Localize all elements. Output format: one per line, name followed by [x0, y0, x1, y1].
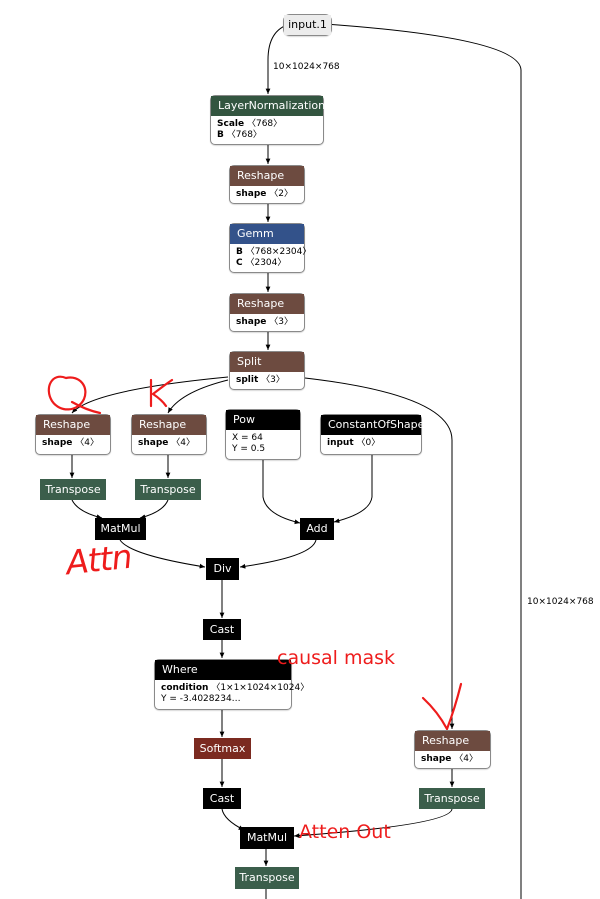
- edge-input-skip: [324, 23, 522, 899]
- reshape2-title: Reshape: [230, 294, 304, 314]
- edge-transpose-v-matmul: [293, 808, 453, 839]
- cast2-title: Cast: [203, 788, 241, 809]
- edge-transpose-q-matmul: [71, 499, 103, 520]
- annotation-causal-mask: causal mask: [277, 647, 396, 669]
- reshape-v-attrs: shape 〈4〉: [421, 754, 478, 764]
- layernorm-node[interactable]: LayerNormalization Scale 〈768〉 B 〈768〉: [210, 95, 325, 145]
- transpose-k-title: Transpose: [135, 479, 201, 500]
- reshape2-attrs: shape 〈3〉: [236, 317, 293, 327]
- edge-split-reshape-k: [167, 379, 229, 414]
- edge-transpose-k-matmul: [139, 499, 169, 519]
- annotation-strokes: [47, 375, 463, 732]
- reshape-v-node[interactable]: Reshape shape 〈4〉: [414, 730, 491, 769]
- where-title: Where: [155, 660, 291, 680]
- transpose-out-title: Transpose: [235, 867, 299, 889]
- reshape-q-node[interactable]: Reshape shape 〈4〉: [35, 414, 111, 455]
- v-mark: [421, 682, 463, 732]
- annotation-attn: Attn: [64, 536, 134, 583]
- reshape-q-attrs: shape 〈4〉: [42, 438, 99, 448]
- reshape-q-title: Reshape: [36, 415, 110, 435]
- pow-title: Pow: [226, 410, 300, 430]
- where-node[interactable]: Where condition 〈1×1×1024×1024〉 Y = -3.4…: [154, 659, 310, 710]
- transpose-k-node[interactable]: Transpose: [135, 479, 201, 500]
- reshape-k-attrs: shape 〈4〉: [138, 438, 195, 448]
- add-node[interactable]: Add: [300, 518, 334, 540]
- edge-matmul-div: [119, 539, 206, 569]
- gemm-title: Gemm: [230, 224, 304, 244]
- reshape1-attrs: shape 〈2〉: [236, 189, 293, 199]
- transpose-v-node[interactable]: Transpose: [419, 788, 485, 809]
- gemm-node[interactable]: Gemm B 〈768×2304〉 C 〈2304〉: [229, 223, 312, 273]
- input-node[interactable]: input.1: [283, 14, 332, 36]
- matmul1-node[interactable]: MatMul: [95, 518, 146, 540]
- edge-split-reshape-v: [304, 377, 455, 729]
- pow-attrs: X = 64 Y = 0.5: [232, 433, 266, 454]
- edge-pow-add: [262, 460, 301, 525]
- k-mark: [149, 378, 174, 408]
- cast1-title: Cast: [203, 619, 241, 640]
- constofshape-node[interactable]: ConstantOfShape input 〈0〉: [320, 414, 424, 455]
- div-title: Div: [206, 558, 239, 580]
- constofshape-title: ConstantOfShape: [321, 415, 424, 435]
- matmul2-node[interactable]: MatMul: [240, 827, 294, 849]
- split-node[interactable]: Split split 〈3〉: [229, 351, 305, 390]
- layernorm-attrs: Scale 〈768〉 B 〈768〉: [217, 119, 283, 140]
- reshape1-node[interactable]: Reshape shape 〈2〉: [229, 165, 305, 204]
- transpose-q-node[interactable]: Transpose: [40, 479, 106, 500]
- input-title: input.1: [284, 15, 331, 35]
- layernorm-title: LayerNormalization: [211, 96, 325, 116]
- pow-node[interactable]: Pow X = 64 Y = 0.5: [225, 409, 301, 460]
- cast1-node[interactable]: Cast: [203, 619, 241, 640]
- q-mark: [47, 375, 102, 415]
- reshape-k-title: Reshape: [132, 415, 206, 435]
- reshape-v-title: Reshape: [415, 731, 490, 751]
- edge-label-input: 10×1024×768: [273, 62, 340, 72]
- annotation-atten-out: Atten Out: [299, 821, 391, 843]
- split-attrs: split 〈3〉: [236, 375, 285, 385]
- transpose-q-title: Transpose: [40, 479, 106, 500]
- edge-label-skip: 10×1024×768: [527, 597, 594, 607]
- constofshape-attrs: input 〈0〉: [327, 438, 381, 448]
- cast2-node[interactable]: Cast: [203, 788, 241, 809]
- edge-split-reshape-q: [71, 376, 229, 414]
- softmax-title: Softmax: [194, 738, 251, 759]
- where-attrs: condition 〈1×1×1024×1024〉 Y = -3.4028234…: [161, 683, 310, 704]
- split-title: Split: [230, 352, 304, 372]
- transpose-out-node[interactable]: Transpose: [235, 867, 299, 889]
- reshape-k-node[interactable]: Reshape shape 〈4〉: [131, 414, 207, 455]
- add-title: Add: [300, 518, 334, 540]
- transpose-v-title: Transpose: [419, 788, 485, 809]
- reshape1-title: Reshape: [230, 166, 304, 186]
- reshape2-node[interactable]: Reshape shape 〈3〉: [229, 293, 305, 332]
- matmul2-title: MatMul: [240, 827, 294, 849]
- edge-const-add: [333, 455, 373, 524]
- div-node[interactable]: Div: [206, 558, 239, 580]
- softmax-node[interactable]: Softmax: [194, 738, 251, 759]
- edge-add-div: [239, 539, 317, 569]
- matmul1-title: MatMul: [95, 518, 146, 540]
- gemm-attrs: B 〈768×2304〉 C 〈2304〉: [236, 247, 312, 268]
